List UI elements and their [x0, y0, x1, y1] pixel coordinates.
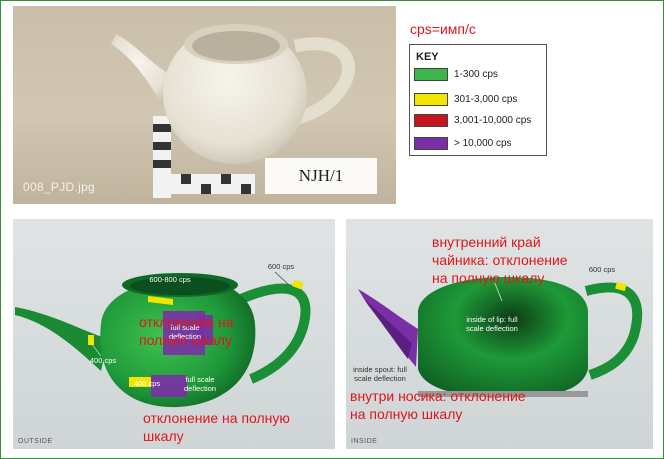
- handle-annotation: 600 cps: [588, 265, 616, 274]
- photo-caption: 008_PJD.jpg: [23, 180, 96, 194]
- outside-panel: 600-800 cps 600 cps 400 cps 400 cps full…: [13, 219, 335, 449]
- outside-label: OUTSIDE: [18, 438, 53, 445]
- sample-label: NJH/1: [265, 158, 377, 194]
- spout-annotation: 400 cps: [89, 356, 117, 365]
- rim-annotation: 600-800 cps: [149, 275, 191, 284]
- legend-label: 1-300 cps: [454, 69, 498, 80]
- legend-swatch-yellow: [414, 93, 448, 106]
- russian-bottom-note: отклонение на полную шкалу: [143, 410, 290, 444]
- russian-lip-note: внутренний край чайника: отклонение на п…: [432, 234, 568, 286]
- legend-label: > 10,000 cps: [454, 138, 512, 149]
- legend-label: 301-3,000 cps: [454, 94, 518, 105]
- legend-swatch-purple: [414, 137, 448, 150]
- teapot-photo-drawing: [111, 24, 356, 198]
- legend-title: KEY: [416, 51, 439, 63]
- legend-swatch-red: [414, 114, 448, 127]
- center-annotation: full scale deflection: [183, 375, 217, 393]
- handle-annotation: 600 cps: [267, 262, 295, 271]
- legend-item: 1-300 cps: [414, 67, 498, 82]
- lower-annotation: 400 cps: [133, 379, 161, 388]
- legend-item: > 10,000 cps: [414, 136, 512, 151]
- legend-label: 3,001-10,000 cps: [454, 115, 532, 126]
- inside-teapot-drawing: [358, 277, 643, 397]
- teapot-photo: 008_PJD.jpg NJH/1: [13, 6, 396, 204]
- spout-annotation: inside spout: full scale deflection: [353, 365, 407, 383]
- side-annotation: full scale deflection: [168, 323, 202, 341]
- russian-center-note: отклонение на полную шкалу: [139, 314, 234, 348]
- lip-annotation: inside of lip: full scale deflection: [466, 315, 518, 333]
- cps-definition: cps=имп/с: [410, 21, 476, 37]
- outside-teapot-drawing: [15, 271, 311, 408]
- legend-swatch-green: [414, 68, 448, 81]
- inside-label: INSIDE: [351, 438, 378, 445]
- legend-item: 301-3,000 cps: [414, 92, 517, 107]
- russian-spout-note: внутри носика: отклонение на полную шкал…: [350, 388, 526, 422]
- legend-key: KEY 1-300 cps 301-3,000 cps 3,001-10,000…: [409, 44, 547, 156]
- legend-item: 3,001-10,000 cps: [414, 113, 531, 128]
- inside-panel: 600 cps inside of lip: full scale deflec…: [346, 219, 653, 449]
